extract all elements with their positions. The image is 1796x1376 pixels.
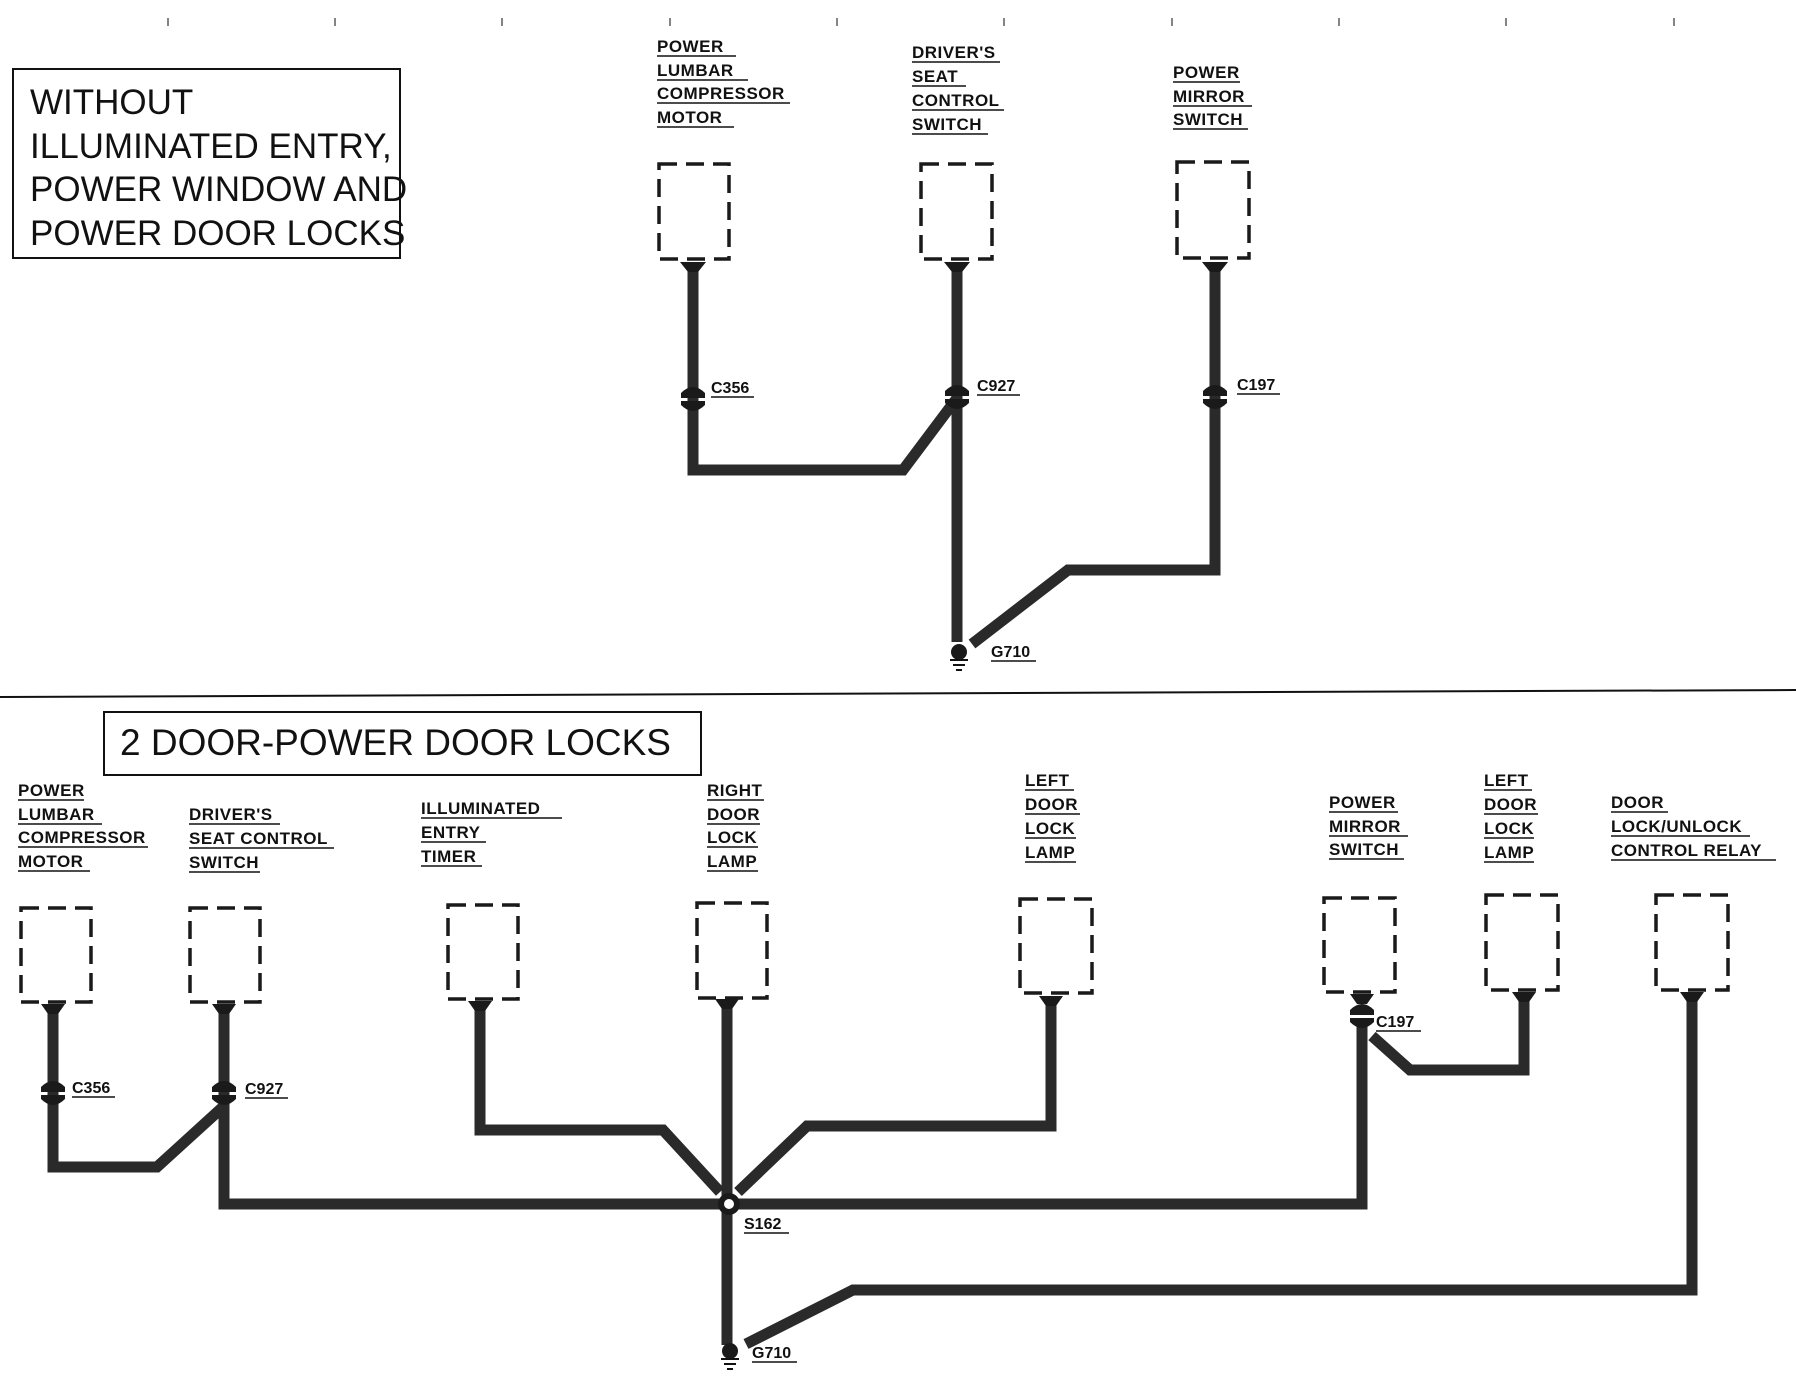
label-line: POWER [657, 37, 724, 56]
label-line: DOOR [1025, 795, 1078, 814]
section-divider [0, 689, 1796, 698]
connector-label: C197 [1237, 377, 1275, 394]
label-line: LOCK [1025, 819, 1075, 838]
label-line: COMPRESSOR [657, 84, 785, 103]
label-line: MOTOR [18, 852, 83, 871]
label-line: TIMER [421, 847, 476, 866]
bottom-connector-c927: C927 [212, 1081, 288, 1105]
bottom-section: 2 DOOR-POWER DOOR LOCKS POWER LUMBAR COM… [18, 711, 1776, 1370]
label-line: COMPRESSOR [18, 828, 146, 847]
bottom-ground-g710: G710 [721, 1343, 797, 1370]
label-line: ENTRY [421, 823, 481, 842]
bottom-wires [47, 998, 1698, 1349]
label-line: SWITCH [912, 115, 982, 134]
top-title-line-3: POWER WINDOW AND [30, 170, 407, 209]
label-line: POWER [1173, 63, 1240, 82]
bottom-left-door-lamp-2-label: LEFT DOOR LOCK LAMP [1484, 771, 1538, 863]
bottom-lumbar-motor-label: POWER LUMBAR COMPRESSOR MOTOR [18, 781, 148, 872]
top-title-line-2: ILLUMINATED ENTRY, [30, 127, 392, 166]
label-line: DOOR [1611, 793, 1664, 812]
label-line: MIRROR [1329, 817, 1401, 836]
connector-label: C927 [245, 1081, 283, 1098]
label-line: DRIVER'S [912, 43, 996, 62]
top-mirror-switch-box [1175, 160, 1251, 260]
ground-label: G710 [991, 644, 1030, 661]
label-line: SEAT CONTROL [189, 829, 328, 848]
top-tick-marks [167, 18, 1675, 26]
ground-label: G710 [752, 1345, 791, 1362]
label-line: LOCK/UNLOCK [1611, 817, 1742, 836]
bottom-left-door-lamp-2-box [1484, 893, 1560, 992]
bottom-title-frame [103, 711, 702, 776]
bottom-right-door-lamp-label: RIGHT DOOR LOCK LAMP [707, 781, 764, 872]
connector-label: C927 [977, 378, 1015, 395]
bottom-right-door-lamp-box [695, 901, 769, 1000]
top-seat-switch-box [919, 162, 994, 261]
bottom-title: 2 DOOR-POWER DOOR LOCKS [120, 722, 671, 763]
top-title-line-4: POWER DOOR LOCKS [30, 214, 405, 253]
label-line: RIGHT [707, 781, 763, 800]
label-line: LAMP [1025, 843, 1075, 862]
top-section: WITHOUT ILLUMINATED ENTRY, POWER WINDOW … [12, 37, 1280, 671]
bottom-lock-relay-box [1654, 893, 1730, 992]
bottom-connector-c356: C356 [41, 1080, 115, 1105]
label-line: SWITCH [1329, 840, 1399, 859]
label-line: CONTROL [912, 91, 1000, 110]
label-line: MIRROR [1173, 87, 1245, 106]
bottom-terminal-caps [41, 992, 1704, 1014]
top-title-frame [12, 68, 401, 259]
label-line: LOCK [1484, 819, 1534, 838]
label-line: SEAT [912, 67, 958, 86]
top-connector-c197: C197 [1203, 377, 1280, 409]
top-mirror-switch-label: POWER MIRROR SWITCH [1173, 63, 1252, 130]
label-line: POWER [1329, 793, 1396, 812]
label-line: DOOR [1484, 795, 1537, 814]
label-line: DOOR [707, 805, 760, 824]
bottom-left-door-lamp-box [1018, 897, 1094, 995]
top-ground-g710: G710 [950, 644, 1036, 671]
label-line: ILLUMINATED [421, 799, 540, 818]
label-line: LAMP [1484, 843, 1534, 862]
bottom-seat-switch-label: DRIVER'S SEAT CONTROL SWITCH [189, 805, 334, 873]
label-line: DRIVER'S [189, 805, 273, 824]
connector-label: C356 [711, 380, 749, 397]
connector-label: C356 [72, 1080, 110, 1097]
label-line: LUMBAR [657, 61, 734, 80]
label-line: LEFT [1484, 771, 1529, 790]
bottom-left-door-lamp-label: LEFT DOOR LOCK LAMP [1025, 771, 1080, 863]
label-line: SWITCH [1173, 110, 1243, 129]
label-line: LAMP [707, 852, 757, 871]
label-line: CONTROL RELAY [1611, 841, 1762, 860]
top-seat-switch-label: DRIVER'S SEAT CONTROL SWITCH [912, 43, 1004, 135]
bottom-lumbar-motor-box [19, 906, 93, 1004]
bottom-mirror-switch-label: POWER MIRROR SWITCH [1329, 793, 1408, 860]
top-title-line-1: WITHOUT [30, 83, 193, 122]
label-line: POWER [18, 781, 85, 800]
bottom-entry-timer-box [446, 903, 520, 1001]
label-line: SWITCH [189, 853, 259, 872]
label-line: LOCK [707, 828, 757, 847]
label-line: LEFT [1025, 771, 1070, 790]
top-lumbar-motor-box [657, 162, 731, 261]
label-line: LUMBAR [18, 805, 95, 824]
bottom-connector-c197: C197 [1350, 1004, 1421, 1032]
bottom-splice-s162: S162 [718, 1193, 789, 1234]
top-terminal-caps [680, 262, 1228, 272]
label-line: MOTOR [657, 108, 722, 127]
splice-label: S162 [744, 1216, 781, 1233]
bottom-seat-switch-box [188, 906, 262, 1004]
top-lumbar-motor-label: POWER LUMBAR COMPRESSOR MOTOR [657, 37, 790, 128]
bottom-lock-relay-label: DOOR LOCK/UNLOCK CONTROL RELAY [1611, 793, 1776, 861]
bottom-entry-timer-label: ILLUMINATED ENTRY TIMER [421, 799, 562, 867]
bottom-mirror-switch-box [1322, 896, 1397, 994]
top-connector-c356: C356 [681, 380, 754, 411]
connector-label: C197 [1376, 1014, 1414, 1031]
top-connector-c927: C927 [945, 378, 1020, 409]
top-wires [687, 268, 1221, 649]
